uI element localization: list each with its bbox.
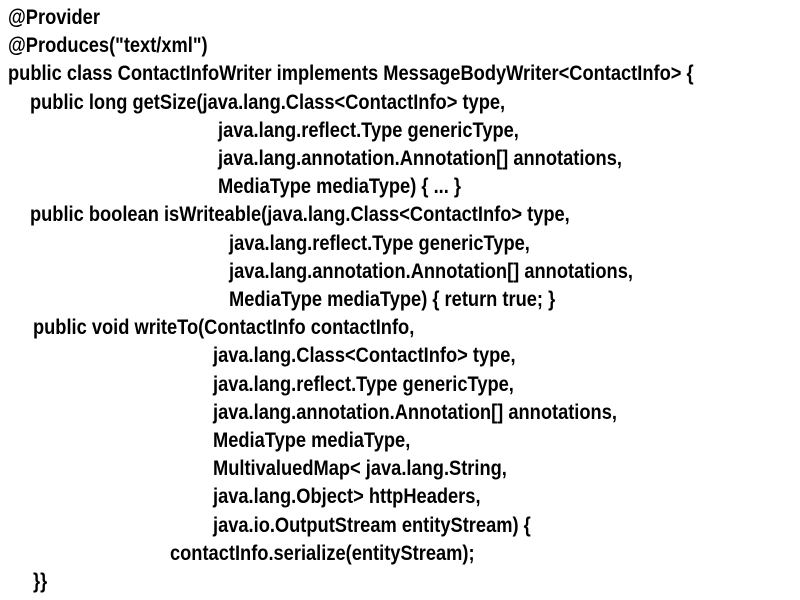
code-line: }} [32,570,48,594]
code-block: @Provider @Produces("text/xml") public cla… [0,4,800,596]
code-line: java.lang.Object> httpHeaders, [212,485,481,509]
code-line: @Produces("text/xml") [7,34,208,58]
code-line: MediaType mediaType) { ... } [217,175,461,199]
code-line: MultivaluedMap< java.lang.String, [212,457,507,481]
code-line: MediaType mediaType, [212,429,411,453]
code-line: public boolean isWriteable(java.lang.Cla… [29,203,570,227]
code-line: java.lang.reflect.Type genericType, [228,231,530,255]
code-line: java.lang.Class<ContactInfo> type, [212,344,516,368]
code-line: public class ContactInfoWriter implement… [7,62,694,86]
code-line: @Provider [7,6,100,29]
code-line: java.lang.annotation.Annotation[] annota… [228,259,633,283]
code-line: java.lang.annotation.Annotation[] annota… [217,147,622,171]
code-line: MediaType mediaType) { return true; } [228,288,556,312]
code-line: java.lang.annotation.Annotation[] annota… [212,400,617,424]
code-line: public void writeTo(ContactInfo contactI… [32,316,415,340]
code-line: java.lang.reflect.Type genericType, [212,372,514,396]
code-line: contactInfo.serialize(entityStream); [169,541,475,565]
code-line: java.io.OutputStream entityStream) { [212,513,531,537]
code-line: java.lang.reflect.Type genericType, [217,118,519,142]
code-line: public long getSize(java.lang.Class<Cont… [29,90,506,114]
